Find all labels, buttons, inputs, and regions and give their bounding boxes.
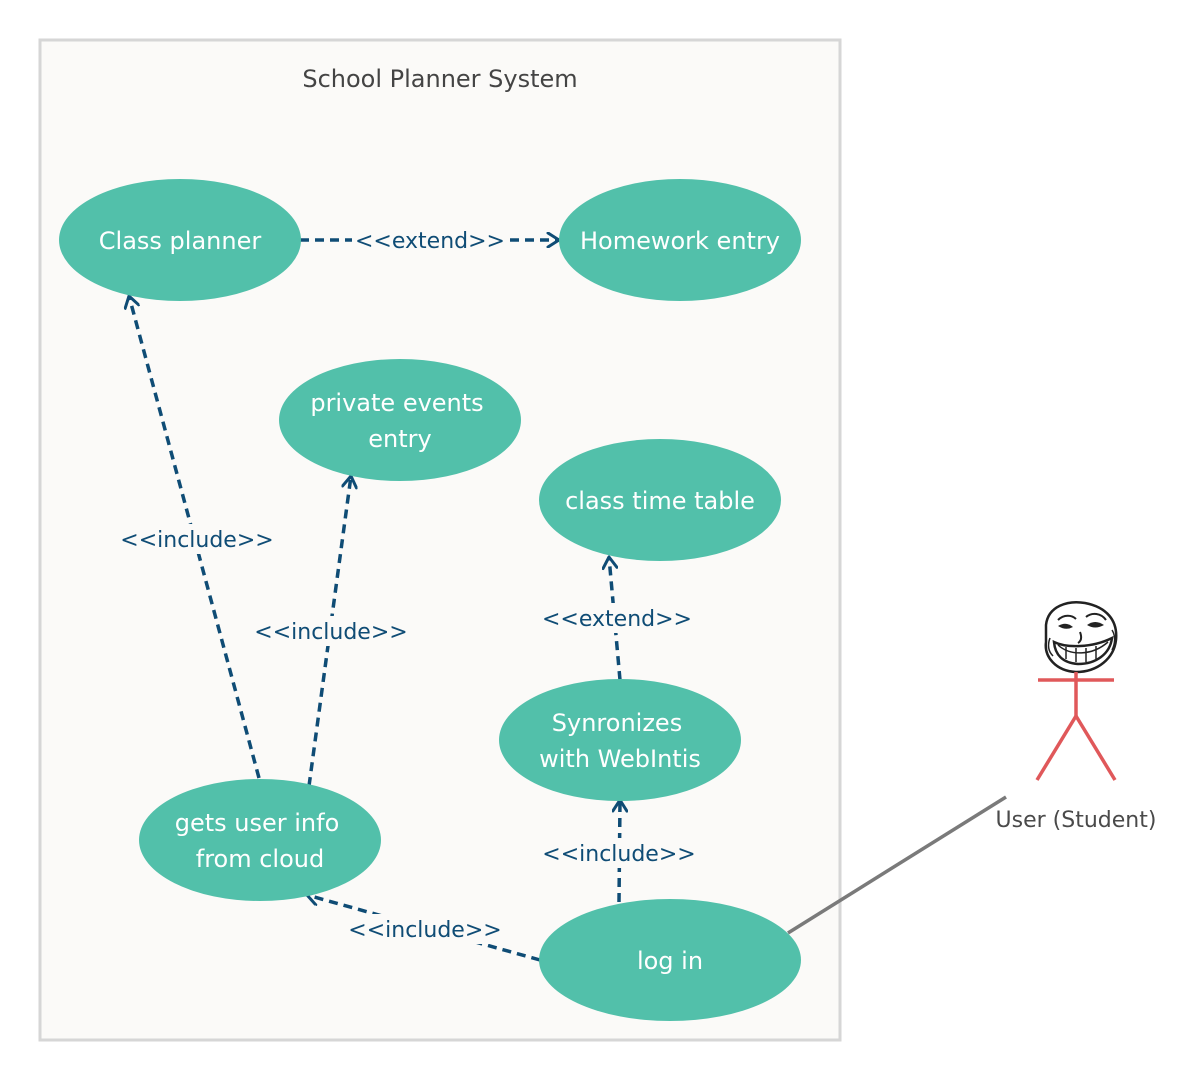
actor-left-leg [1035, 715, 1078, 781]
use-case-label: class time table [565, 487, 755, 515]
use-case-label-line1: gets user info [175, 809, 340, 837]
label-include-right: <<include>> [540, 838, 698, 868]
extend-label: <<extend>> [355, 229, 505, 254]
include-arrow-gets-user-info-class-planner [129, 296, 261, 779]
use-case-class-time-table[interactable]: class time table [539, 439, 781, 561]
troll-face-icon [1044, 601, 1118, 674]
extend-label: <<extend>> [542, 607, 692, 632]
system-title: School Planner System [302, 65, 577, 93]
use-case-label-line2: from cloud [196, 845, 324, 873]
use-case-label: log in [637, 947, 703, 975]
use-case-homework-entry[interactable]: Homework entry [559, 179, 801, 301]
actor-right-leg [1074, 715, 1117, 781]
include-label: <<include>> [348, 918, 501, 943]
label-extend-top: <<extend>> [352, 226, 508, 254]
use-case-class-planner[interactable]: Class planner [59, 179, 301, 301]
use-case-label-line1: private events [310, 389, 483, 417]
use-case-label-line1: Synronizes [552, 709, 682, 737]
use-case-private-events-entry[interactable]: private events entry [279, 359, 521, 481]
actor-label: User (Student) [996, 808, 1157, 833]
use-case-label: Class planner [99, 227, 262, 255]
label-include-bottom: <<include>> [346, 914, 504, 944]
use-case-synronizes-with-webintis[interactable]: Synronizes with WebIntis [499, 679, 741, 801]
include-label: <<include>> [254, 620, 407, 645]
actor-user-student[interactable]: User (Student) [996, 601, 1157, 833]
use-case-label: Homework entry [580, 227, 780, 255]
use-case-gets-user-info-from-cloud[interactable]: gets user info from cloud [139, 779, 381, 901]
association-line [787, 795, 1007, 935]
include-label: <<include>> [542, 842, 695, 867]
label-include-middle: <<include>> [253, 616, 411, 646]
include-label: <<include>> [120, 528, 273, 553]
label-extend-right: <<extend>> [540, 603, 696, 633]
use-case-log-in[interactable]: log in [539, 899, 801, 1021]
use-case-label-line2: entry [368, 425, 431, 453]
use-case-label-line2: with WebIntis [539, 745, 701, 773]
label-include-left: <<include>> [118, 524, 276, 554]
